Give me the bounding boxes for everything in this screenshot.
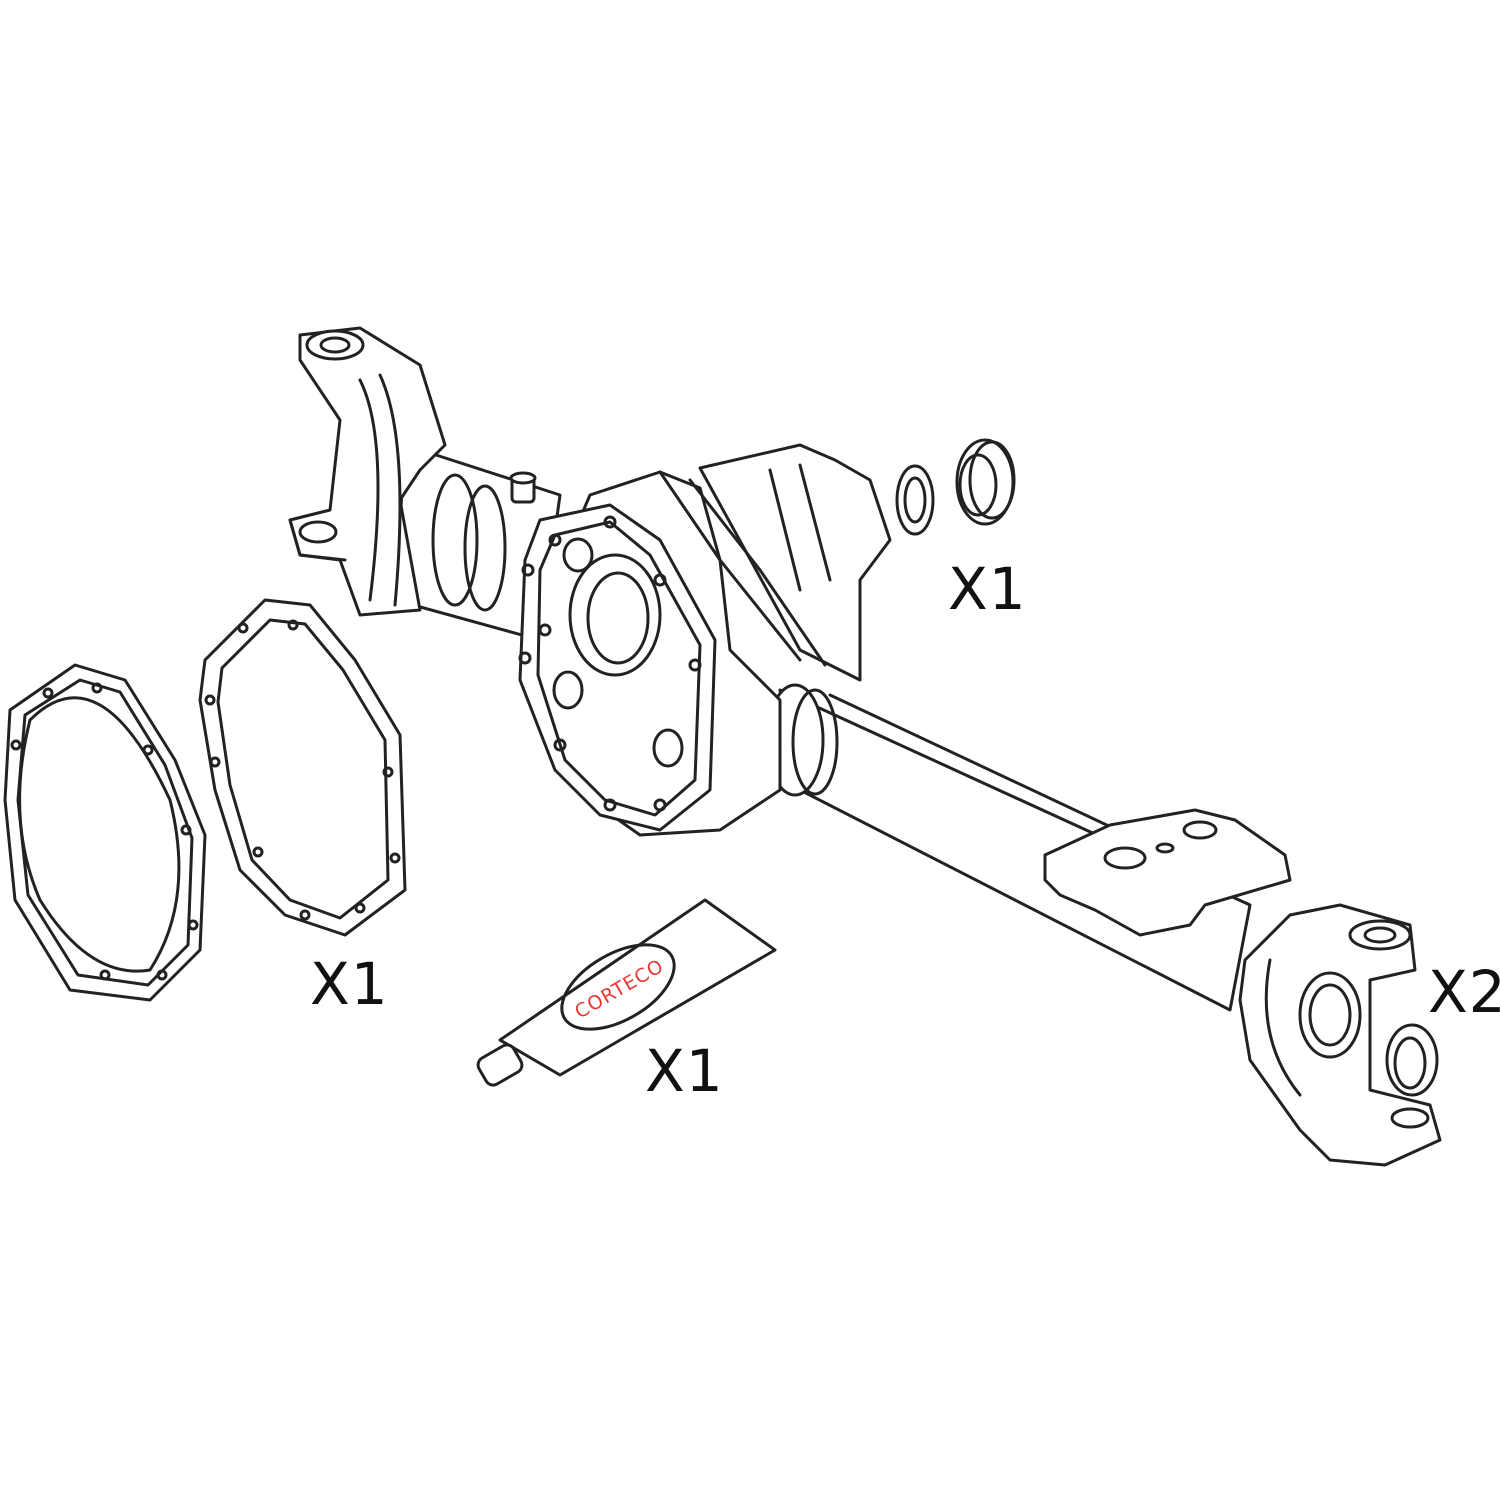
sealant-tube: CORTECO bbox=[476, 898, 777, 1087]
left-axle-tube bbox=[393, 443, 562, 642]
gasket-quantity: X1 bbox=[310, 950, 389, 1018]
seal-rings-quantity: X1 bbox=[948, 555, 1027, 623]
right-steering-knuckle bbox=[1043, 808, 1442, 1167]
sealant-quantity: X1 bbox=[645, 1037, 724, 1105]
knuckle-seal-quantity: X2 bbox=[1428, 958, 1500, 1026]
differential-cover bbox=[3, 663, 207, 1002]
seal-rings bbox=[895, 438, 1016, 536]
left-steering-knuckle bbox=[288, 326, 447, 617]
differential-gasket bbox=[198, 598, 407, 937]
differential-housing bbox=[518, 443, 892, 837]
